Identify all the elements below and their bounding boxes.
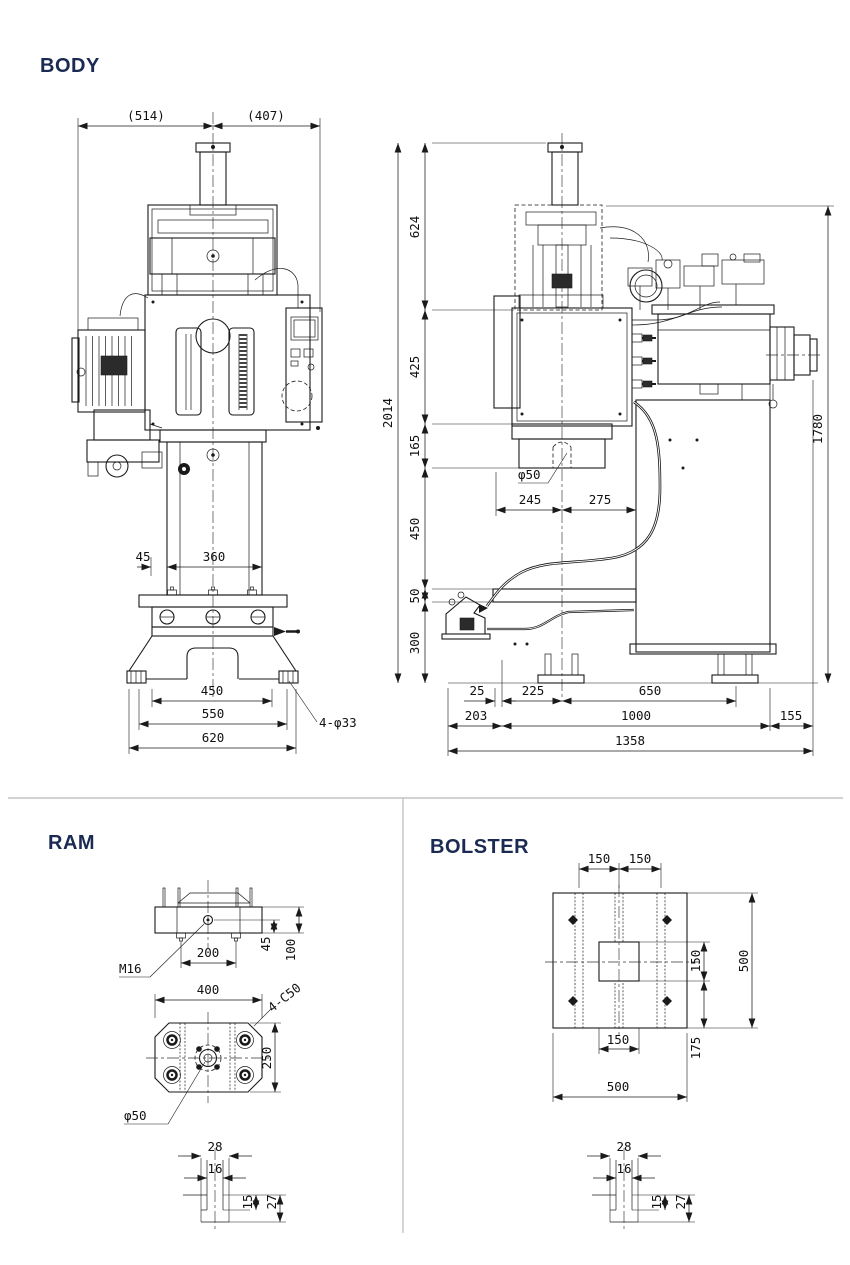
bolster-tslot-detail: 28 16 15 27 [587, 1139, 695, 1230]
dim-400: 400 [197, 982, 220, 997]
ram-tslot-detail: 28 16 15 27 [178, 1139, 286, 1230]
label-4-c50: 4-C50 [265, 980, 304, 1015]
dim-360: 360 [203, 549, 226, 564]
motor-side [766, 326, 822, 381]
body-front-view: (514) (407) [71, 108, 357, 754]
dim-500-bottom: 500 [607, 1079, 630, 1094]
control-panel [281, 307, 323, 430]
dim-165: 165 [407, 435, 422, 458]
bolster-slot-dim-15: 15 [649, 1194, 664, 1209]
body-side-view: φ50 245 275 [380, 133, 834, 756]
dim-150-left: 150 [588, 851, 611, 866]
dim-550: 550 [202, 706, 225, 721]
dim-407: (407) [247, 108, 285, 123]
dim-2014: 2014 [380, 398, 395, 428]
dim-450-side: 450 [407, 518, 422, 541]
section-title-body: BODY [40, 55, 100, 77]
label-phi50-ram: φ50 [124, 1108, 147, 1123]
bolster-slot-dim-28: 28 [616, 1139, 631, 1154]
dim-620: 620 [202, 730, 225, 745]
dim-175: 175 [688, 1037, 703, 1060]
foot-pedal [441, 591, 491, 640]
bolster-slot-dim-16: 16 [616, 1161, 631, 1176]
section-title-ram: RAM [48, 832, 96, 854]
dim-150-square: 150 [688, 950, 703, 973]
label-phi50-side: φ50 [518, 467, 541, 482]
label-m16: M16 [119, 961, 142, 976]
dim-275: 275 [589, 492, 612, 507]
dim-25: 25 [469, 683, 484, 698]
label-4-phi33: 4-φ33 [319, 715, 357, 730]
dim-450-front: 450 [201, 683, 224, 698]
dim-203: 203 [465, 708, 488, 723]
dim-250: 250 [259, 1047, 274, 1070]
dim-150-bottom: 150 [607, 1032, 630, 1047]
dim-650: 650 [639, 683, 662, 698]
dim-100: 100 [283, 939, 298, 962]
dim-50: 50 [407, 588, 422, 603]
dim-500-side: 500 [736, 950, 751, 973]
valve-cluster [599, 226, 765, 310]
ram-slot-dim-27: 27 [264, 1194, 279, 1209]
dim-45-front: 45 [135, 549, 150, 564]
dim-45-ram: 45 [258, 936, 273, 951]
ram-slot-dim-28: 28 [207, 1139, 222, 1154]
dim-200: 200 [197, 945, 220, 960]
dim-150-right: 150 [629, 851, 652, 866]
ram-slot-dim-16: 16 [207, 1161, 222, 1176]
ram-slot-dim-15: 15 [240, 1194, 255, 1209]
section-title-bolster: BOLSTER [430, 836, 530, 858]
dim-245: 245 [519, 492, 542, 507]
ram-front-view: 45 100 200 M16 [119, 880, 304, 978]
dim-1780: 1780 [810, 414, 825, 444]
motor-front [71, 317, 146, 413]
hydraulic-fittings [631, 333, 656, 389]
dim-300: 300 [407, 632, 422, 655]
dim-1358: 1358 [615, 733, 645, 748]
dim-514: (514) [127, 108, 165, 123]
bolster-plan-view: 150 150 150 500 175 150 500 [545, 851, 758, 1102]
ram-plan-view: 400 4-C50 250 φ50 [124, 980, 304, 1125]
bolster-slot-dim-27: 27 [673, 1194, 688, 1209]
dim-155: 155 [780, 708, 803, 723]
dim-225: 225 [522, 683, 545, 698]
dim-425: 425 [407, 356, 422, 379]
dim-1000: 1000 [621, 708, 651, 723]
pump-unit [86, 409, 190, 478]
dim-624: 624 [407, 216, 422, 239]
